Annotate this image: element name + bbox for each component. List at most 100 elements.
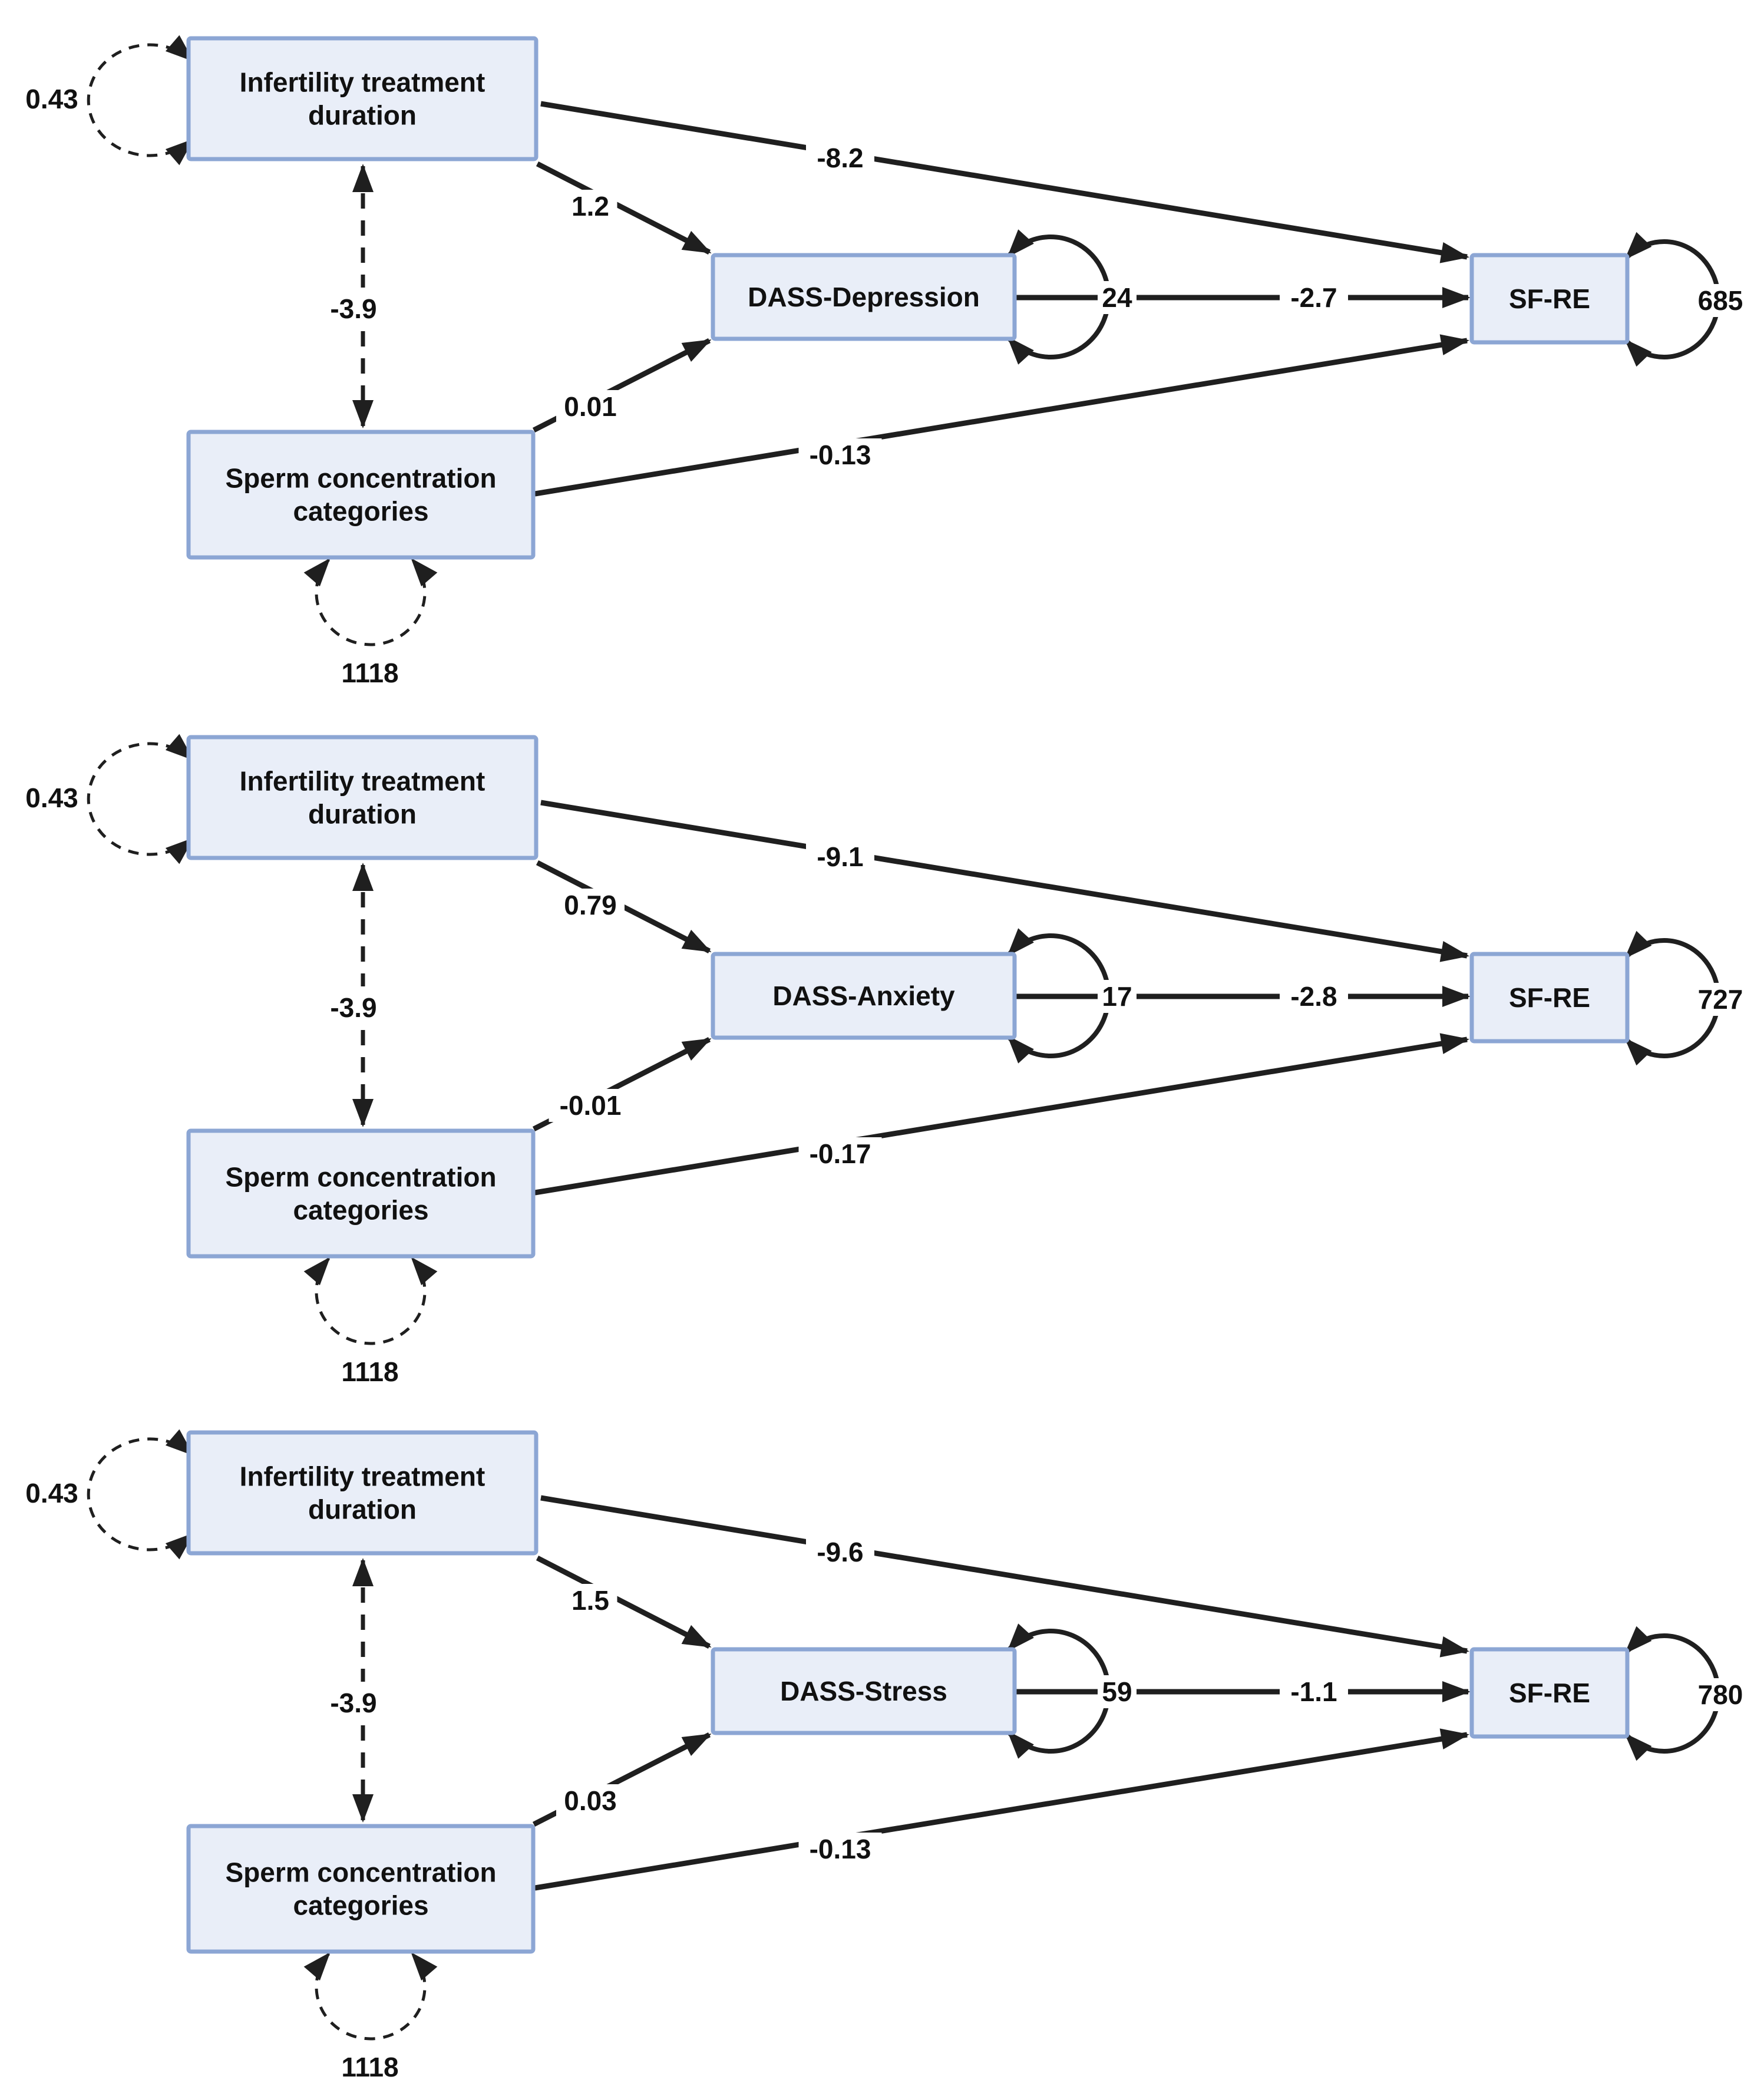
coef-exo1-variance: 0.43 [25, 84, 78, 114]
sfre-box-label: SF-RE [1509, 982, 1590, 1013]
coef-exo1-variance: 0.43 [25, 1478, 78, 1508]
box-sperm-concentration-categories [186, 430, 536, 560]
coef-covariance: -3.9 [330, 1688, 376, 1718]
coef-mediator-variance: 24 [1102, 282, 1132, 313]
box-mediator [711, 952, 1017, 1040]
coef-mediator-variance: 59 [1102, 1676, 1132, 1707]
coef-duration-to-mediator-bg [563, 1584, 617, 1617]
coef-duration-to-sfre: -9.6 [817, 1537, 863, 1567]
coef-exo1-variance-bg [18, 1477, 86, 1510]
coef-sperm-to-mediator-bg [556, 1784, 625, 1817]
box-sf-re [1469, 253, 1630, 345]
coef-outcome-variance: 780 [1698, 1679, 1743, 1710]
coef-sperm-to-mediator-bg [549, 1089, 632, 1122]
box-sf-re [1469, 1647, 1630, 1739]
box-mediator [711, 253, 1017, 341]
coef-exo1-variance: 0.43 [25, 783, 78, 813]
duration-box-label-line2: duration [308, 100, 417, 131]
coef-sperm-to-mediator: -0.01 [560, 1090, 622, 1121]
sperm-box-label-line1: Sperm concentration [225, 463, 496, 494]
duration-box-label-line1: Infertility treatment [240, 67, 485, 98]
coef-sperm-to-sfre: -0.17 [810, 1138, 871, 1169]
variance-loop-sperm [303, 1256, 438, 1345]
duration-box-label-line1: Infertility treatment [240, 766, 485, 797]
duration-box-label-line2: duration [308, 1494, 417, 1525]
sperm-box-label-line2: categories [293, 1890, 428, 1921]
coef-mediator-variance-bg [1098, 281, 1137, 314]
duration-box-label-line1: Infertility treatment [240, 1461, 485, 1492]
variance-loop-sperm [303, 1952, 438, 2041]
coef-duration-to-mediator: 1.2 [572, 191, 609, 222]
coef-exo2-variance-bg [336, 656, 404, 689]
coef-duration-to-mediator: 1.5 [572, 1585, 609, 1616]
arrow-sperm-to-sfre [534, 334, 1469, 497]
mediator-box-label: DASS-Stress [780, 1676, 947, 1706]
arrow-duration-to-sfre [540, 101, 1469, 263]
coef-duration-to-mediator-bg [556, 889, 625, 922]
box-sf-re [1469, 952, 1630, 1044]
arrow-duration-to-sfre [540, 1495, 1469, 1658]
coef-sperm-to-sfre-bg [798, 1833, 882, 1866]
coef-mediator-to-sfre: -2.7 [1290, 282, 1337, 313]
coef-exo2-variance: 1118 [341, 2052, 398, 2082]
coef-sperm-to-mediator: 0.01 [564, 391, 617, 422]
coef-sperm-to-mediator-bg [556, 390, 625, 423]
coef-outcome-variance-bg [1693, 1678, 1748, 1711]
coef-covariance: -3.9 [330, 293, 376, 324]
coef-duration-to-mediator: 0.79 [564, 890, 617, 920]
coef-mediator-variance: 17 [1102, 981, 1132, 1012]
coef-covariance: -3.9 [330, 992, 376, 1023]
box-infertility-treatment-duration [186, 36, 539, 161]
coef-mediator-to-sfre: -2.8 [1290, 981, 1337, 1012]
sperm-box-label-line1: Sperm concentration [225, 1857, 496, 1888]
coef-covariance-bg [319, 991, 388, 1024]
coef-duration-to-mediator-bg [563, 190, 617, 223]
box-mediator [711, 1647, 1017, 1735]
coef-duration-to-sfre-bg [806, 1536, 874, 1569]
coef-outcome-variance-bg [1693, 284, 1748, 317]
arrow-sperm-to-sfre [534, 1033, 1469, 1196]
coef-sperm-to-sfre-bg [798, 438, 882, 471]
box-infertility-treatment-duration [186, 1430, 539, 1556]
coef-exo2-variance: 1118 [341, 658, 398, 688]
variance-loop-duration [87, 734, 194, 864]
coef-duration-to-sfre: -9.1 [817, 841, 863, 872]
coef-duration-to-sfre-bg [806, 840, 874, 873]
coef-mediator-variance-bg [1098, 980, 1137, 1013]
sfre-box-label: SF-RE [1509, 283, 1590, 314]
coef-sperm-to-sfre-bg [798, 1137, 882, 1170]
variance-loop-sperm [303, 557, 438, 646]
box-infertility-treatment-duration [186, 735, 539, 860]
coef-mediator-to-sfre-bg [1280, 980, 1348, 1013]
sfre-box-label: SF-RE [1509, 1678, 1590, 1708]
sperm-box-label-line1: Sperm concentration [225, 1162, 496, 1193]
coef-mediator-to-sfre: -1.1 [1290, 1676, 1337, 1707]
coef-outcome-variance: 727 [1698, 984, 1743, 1015]
arrow-duration-to-mediator [536, 1555, 712, 1649]
coef-duration-to-sfre-bg [806, 141, 874, 174]
box-sperm-concentration-categories [186, 1824, 536, 1954]
coef-exo1-variance-bg [18, 781, 86, 814]
coef-sperm-to-sfre: -0.13 [810, 440, 871, 470]
mediator-box-label: DASS-Depression [748, 282, 980, 312]
box-sperm-concentration-categories [186, 1128, 536, 1259]
variance-loop-duration [87, 1429, 194, 1560]
coef-exo2-variance-bg [336, 1355, 404, 1388]
coef-mediator-to-sfre-bg [1280, 1675, 1348, 1708]
coef-mediator-to-sfre-bg [1280, 281, 1348, 314]
mediator-box-label: DASS-Anxiety [772, 981, 955, 1011]
sperm-box-label-line2: categories [293, 1195, 428, 1226]
variance-loop-duration [87, 35, 194, 166]
sperm-box-label-line2: categories [293, 496, 428, 527]
arrow-duration-to-sfre [540, 800, 1469, 962]
arrow-duration-to-mediator [536, 161, 712, 255]
coef-mediator-variance-bg [1098, 1675, 1137, 1708]
coef-exo2-variance: 1118 [341, 1356, 398, 1387]
arrow-sperm-to-sfre [534, 1728, 1469, 1891]
coef-sperm-to-sfre: -0.13 [810, 1834, 871, 1864]
coef-exo1-variance-bg [18, 82, 86, 115]
